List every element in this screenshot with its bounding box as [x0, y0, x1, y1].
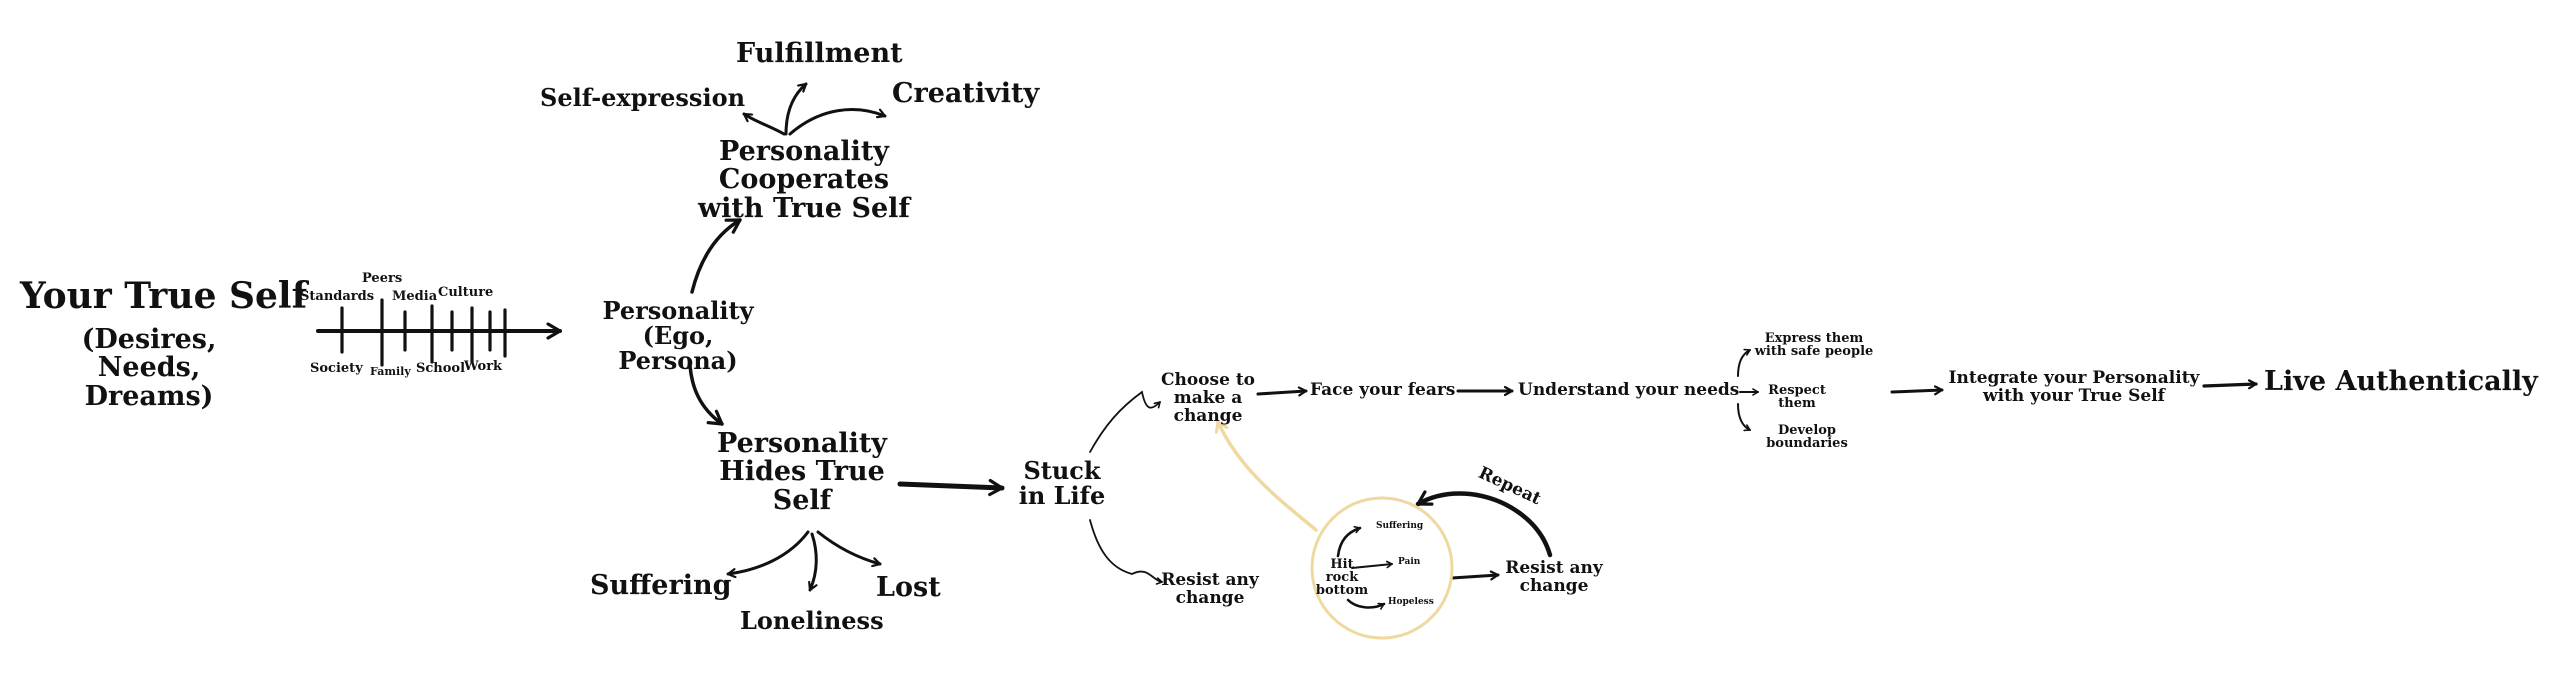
- true-self-title: Your True Self: [20, 275, 308, 317]
- step-understand-needs: Understand your needs: [1518, 380, 1740, 400]
- final-live-authentically: Live Authentically: [2264, 366, 2538, 397]
- outcome-fulfillment: Fulfillment: [736, 38, 903, 69]
- integrate-node: Integrate your Personality with your Tru…: [1948, 368, 2200, 406]
- arrow-to-integrate: [1890, 390, 1944, 392]
- outcome-self-expression: Self-expression: [540, 83, 746, 112]
- influence-work: Work: [464, 359, 503, 374]
- arrow-to-resist: [1089, 519, 1163, 585]
- arrow-to-hides: [688, 364, 724, 426]
- arrow-to-loneliness: [810, 532, 818, 592]
- cooperates-node: Personality Cooperates with True Self: [697, 136, 911, 224]
- influence-ticks: [340, 298, 507, 367]
- arrow-to-face-fears: [1256, 391, 1308, 394]
- influence-society: Society: [310, 361, 363, 376]
- arrow-rb-to-resist: [1450, 575, 1500, 578]
- arrow-to-suffering: [726, 530, 810, 574]
- outcome-loneliness: Loneliness: [740, 606, 884, 635]
- arrow-to-lost: [816, 530, 882, 564]
- arrow-to-express: [1737, 348, 1751, 377]
- arrow-to-choose: [1089, 390, 1161, 453]
- choose-node: Choose to make a change: [1160, 370, 1256, 426]
- arrow-to-cooperates: [690, 218, 742, 294]
- stuck-node: Stuck in Life: [1018, 456, 1106, 511]
- rock-bottom-label: Hit rock bottom: [1315, 557, 1369, 598]
- arrow-to-stuck: [897, 478, 1005, 497]
- arrow-rb-pain: [1351, 560, 1393, 569]
- arrow-rb-to-choose: [1218, 420, 1318, 532]
- influence-standards: Standards: [300, 289, 375, 304]
- arrow-to-fulfillment: [784, 82, 808, 136]
- influence-school: School: [416, 361, 466, 376]
- rock-bottom-pain: Pain: [1398, 557, 1421, 567]
- hides-node: Personality Hides True Self: [717, 428, 887, 516]
- need-express: Express them with safe people: [1754, 331, 1874, 359]
- resist-node: Resist any change: [1161, 570, 1259, 608]
- influence-media: Media: [392, 289, 438, 304]
- influence-peers: Peers: [362, 271, 403, 286]
- arrow-rb-hopeless: [1346, 598, 1386, 610]
- personality-node: Personality (Ego, Persona): [602, 296, 754, 376]
- influence-culture: Culture: [438, 285, 494, 300]
- repeat-loop: [1415, 490, 1553, 558]
- outcome-lost: Lost: [876, 572, 941, 603]
- arrow-to-self-expression: [742, 112, 786, 136]
- true-self-subtitle: (Desires, Needs, Dreams): [81, 324, 217, 412]
- step-face-fears: Face your fears: [1310, 380, 1456, 400]
- arrow-to-boundaries: [1737, 403, 1751, 432]
- rock-bottom-circle: [1310, 496, 1454, 640]
- influence-family: Family: [370, 365, 411, 378]
- resist-again-node: Resist any change: [1505, 558, 1603, 596]
- need-respect: Respect them: [1768, 383, 1826, 411]
- need-boundaries: Develop boundaries: [1766, 423, 1848, 451]
- outcome-creativity: Creativity: [892, 78, 1040, 109]
- arrow-rb-suffering: [1336, 525, 1362, 558]
- outcome-suffering: Suffering: [590, 570, 732, 601]
- rock-bottom-suffering: Suffering: [1376, 521, 1424, 531]
- arrow-to-live: [2202, 384, 2258, 386]
- rock-bottom-hopeless: Hopeless: [1388, 597, 1434, 607]
- arrow-to-creativity: [788, 108, 887, 136]
